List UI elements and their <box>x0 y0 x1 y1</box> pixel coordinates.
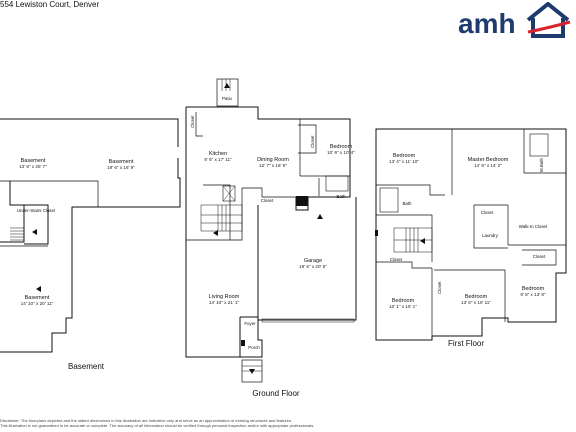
closet-label: Closet <box>190 115 195 128</box>
property-address: 554 Lewiston Court, Denver <box>0 0 100 9</box>
room-dims: 13' 4" x 11' 10" <box>389 159 419 164</box>
closet-label: Closet <box>437 281 442 294</box>
basement-walls <box>0 118 181 353</box>
room-name: Basement <box>25 295 50 301</box>
logo-swoosh <box>527 20 571 34</box>
arrow-icon <box>420 238 425 244</box>
room-dims: 9' 6" x 17' 11" <box>204 157 232 162</box>
room-name: Bedroom <box>465 294 488 300</box>
closet-label: Closet <box>261 198 274 203</box>
arrow-icon <box>213 230 218 236</box>
tub <box>325 175 349 192</box>
arrow-icon <box>32 229 37 235</box>
bath-label: Bath <box>402 201 412 206</box>
arrow-icon <box>317 214 323 219</box>
room-dims: 10' 1" x 15' 1" <box>389 304 417 309</box>
disclaimer-line: Disclaimer: The floorplans depicted and … <box>0 418 293 423</box>
floor-title-first: First Floor <box>448 339 484 348</box>
room-dims: 14' 9" x 14' 2" <box>474 163 502 168</box>
foyer-label: Foyer <box>244 321 256 326</box>
room-name: Garage <box>304 258 322 264</box>
room-name: Bedroom <box>392 298 415 304</box>
closet-label: Closet <box>310 135 315 148</box>
room-name: Bedroom <box>393 153 416 159</box>
patio-label: Patio <box>222 96 233 101</box>
basement-stairs <box>10 227 24 241</box>
floor-title-basement: Basement <box>68 362 105 371</box>
logo-text: amh <box>458 8 516 39</box>
room-name: Basement <box>21 158 46 164</box>
disclaimer-line: This illustration is not guaranteed to b… <box>0 423 315 428</box>
room-name: Bedroom <box>522 286 545 292</box>
room-name: Dining Room <box>257 157 289 163</box>
room-dims: 19' 6" x 20' 6" <box>299 264 327 269</box>
bath-label: Bath <box>336 194 346 199</box>
room-dims: 13' 6" x 10' 11" <box>461 300 491 305</box>
room-name: Basement <box>109 159 134 165</box>
room-dims: 10' 9" x 10' 4" <box>327 150 355 155</box>
master-tub <box>529 133 549 157</box>
room-name: Kitchen <box>209 151 227 157</box>
amh-logo: amh <box>458 2 571 39</box>
porch-label: Porch <box>248 345 260 350</box>
patio <box>216 78 239 107</box>
floor-title-ground: Ground Floor <box>252 389 299 398</box>
room-dims: 19' 6" x 16' 9" <box>107 165 135 170</box>
garage-door <box>261 318 355 323</box>
first-stairs <box>393 227 433 253</box>
arrow-icon <box>224 83 230 88</box>
disclaimer: Disclaimer: The floorplans depicted and … <box>0 418 576 428</box>
arrow-icon <box>249 369 255 374</box>
room-dims: 13' 8" x 25' 7" <box>19 164 47 169</box>
first-floor-walls <box>375 128 567 341</box>
closet-label: Closet <box>390 257 403 262</box>
laundry-label: Laundry <box>482 233 499 238</box>
house-roof-icon <box>526 2 570 22</box>
column-block <box>241 340 245 346</box>
room-name: Master Bedroom <box>468 157 509 163</box>
closet-label: Closet <box>481 210 494 215</box>
room-dims: 12' 7" x 16' 9" <box>259 163 287 168</box>
house-wall-icon <box>531 18 565 38</box>
room-name: Bedroom <box>330 144 353 150</box>
range-appliance <box>222 185 236 202</box>
room-dims: 14' 10" x 20' 11" <box>21 301 54 306</box>
ground-stairs <box>200 204 243 232</box>
walk-in-closet-label: Walk-In Closet <box>519 224 548 229</box>
first-tub <box>379 187 399 213</box>
room-dims: 14' 10" x 21' 1" <box>209 300 240 305</box>
arrow-icon <box>36 286 41 292</box>
door-arrows <box>32 83 425 374</box>
room-dims: 9' 5" x 13' 8" <box>520 292 546 297</box>
fireplace-block <box>296 196 308 206</box>
room-name: Under-Stairs Closet <box>17 208 56 213</box>
master-bath-label: M.Bath <box>539 158 544 172</box>
column-block-2 <box>375 230 378 236</box>
room-name: Living Room <box>209 294 240 300</box>
closet-label: Closet <box>533 254 546 259</box>
